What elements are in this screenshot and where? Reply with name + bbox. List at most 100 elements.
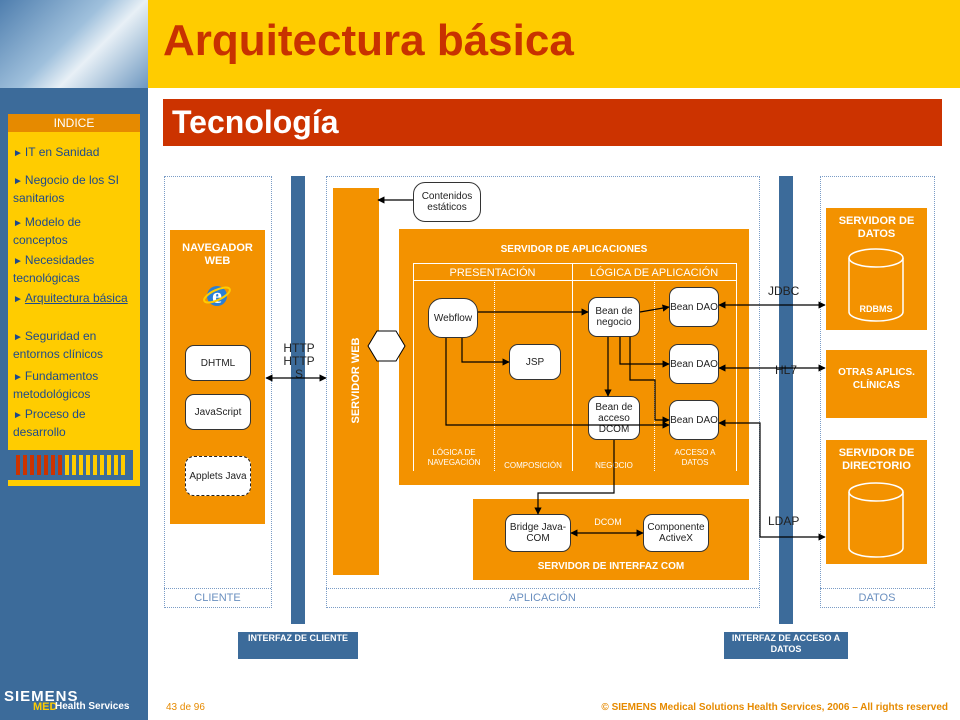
logica-label: LÓGICA DE APLICACIÓN	[589, 267, 719, 279]
servidor-datos-title: SERVIDOR DE DATOS	[838, 215, 915, 240]
copyright: © SIEMENS Medical Solutions Health Servi…	[601, 702, 948, 713]
protocol-jdbc: JDBC	[768, 284, 800, 298]
contenidos-estaticos-node: Contenidos estáticos	[413, 182, 481, 222]
jsp-node: JSP	[509, 344, 561, 380]
index-item-proceso[interactable]: ►Proceso de desarrollo	[13, 407, 86, 439]
label-aplicacion: APLICACIÓN	[509, 592, 576, 604]
internet-explorer-icon: e	[203, 282, 231, 310]
servidor-com-title: SERVIDOR DE INTERFAZ COM	[537, 561, 685, 572]
progress-indicator	[8, 450, 133, 480]
javascript-node: JavaScript	[185, 394, 251, 430]
webflow-jsp-connector	[461, 338, 510, 366]
negocio-dao1-connector	[639, 304, 670, 313]
layer-divider	[572, 263, 573, 471]
interface-bar-cliente	[291, 176, 305, 624]
progress-step	[23, 455, 27, 475]
arrow-right-icon: ►	[13, 294, 23, 305]
index-item-fundamentos[interactable]: ►Fundamentos metodológicos	[13, 369, 99, 401]
region-divider	[820, 588, 934, 589]
arrow-right-icon: ►	[13, 410, 23, 421]
protocol-http: HTTP HTTP S	[283, 341, 315, 381]
arrow-right-icon: ►	[13, 372, 23, 383]
region-divider	[326, 588, 759, 589]
siemens-logo: SIEMENS	[4, 688, 79, 705]
navegador-title: NAVEGADOR WEB	[182, 242, 253, 267]
webflow-node: Webflow	[428, 298, 478, 338]
layer-divider	[494, 280, 495, 471]
bean-dao-node-1: Bean DAO	[669, 287, 719, 327]
progress-step	[93, 455, 97, 475]
layer-divider	[413, 280, 736, 281]
page-number: 43 de 96	[166, 702, 205, 713]
region-aplicacion	[326, 176, 760, 608]
med-logo: MED	[33, 701, 58, 713]
servidor-directorio-title: SERVIDOR DE DIRECTORIO	[838, 447, 915, 472]
index-panel: INDICE ►IT en Sanidad ►Negocio de los SI…	[8, 114, 140, 486]
layer-navegacion-label: LÓGICA DE NAVEGACIÓN	[427, 448, 481, 467]
directorio-cylinder-icon	[848, 482, 904, 558]
label-cliente: CLIENTE	[194, 592, 241, 604]
layer-divider	[413, 263, 414, 471]
interfaz-datos-label: INTERFAZ DE ACCESO A DATOS	[724, 632, 848, 659]
progress-step	[44, 455, 48, 475]
progress-step	[51, 455, 55, 475]
subtitle-bar	[163, 99, 942, 146]
index-item-necesidades[interactable]: ►Necesidades tecnológicas	[13, 253, 95, 285]
otras-aplics-box	[826, 350, 927, 418]
dcom-bridge-connector	[534, 440, 615, 515]
index-item-it-sanidad[interactable]: ►IT en Sanidad	[13, 145, 100, 159]
negocio-dao2-connector	[619, 337, 670, 368]
servidor-web-box	[333, 188, 379, 575]
index-item-negocio[interactable]: ►Negocio de los SI sanitarios	[13, 173, 119, 205]
title-band	[148, 0, 960, 88]
bean-dcom-node: Bean de acceso DCOM	[588, 396, 640, 440]
progress-step	[114, 455, 118, 475]
region-datos	[820, 176, 935, 608]
presentacion-label: PRESENTACIÓN	[449, 267, 536, 279]
index-item-modelo[interactable]: ►Modelo de conceptos	[13, 215, 81, 247]
progress-step	[100, 455, 104, 475]
progress-step	[30, 455, 34, 475]
header-photo	[0, 0, 148, 88]
rdbms-cylinder-icon	[848, 248, 904, 322]
rdbms-label: RDBMS	[859, 304, 893, 314]
progress-step	[65, 455, 69, 475]
progress-step	[37, 455, 41, 475]
label-datos: DATOS	[858, 592, 896, 604]
dcom-label: DCOM	[594, 517, 622, 527]
progress-step	[121, 455, 125, 475]
ldap-connector	[718, 419, 826, 541]
health-services-label: Health Services	[55, 701, 130, 712]
arrow-right-icon: ►	[13, 218, 23, 229]
layer-acceso-label: ACCESO A DATOS	[674, 448, 716, 467]
index-heading: INDICE	[8, 114, 140, 132]
svg-text:e: e	[212, 283, 222, 308]
dhtml-node: DHTML	[185, 345, 251, 381]
page-title: Arquitectura básica	[163, 16, 574, 65]
region-divider	[164, 588, 271, 589]
progress-step	[79, 455, 83, 475]
bean-dao-node-2: Bean DAO	[669, 344, 719, 384]
otras-aplics-label: OTRAS APLICS. CLÍNICAS	[838, 367, 915, 391]
region-cliente	[164, 176, 272, 608]
applets-node: Applets Java	[185, 456, 251, 496]
progress-step	[16, 455, 20, 475]
bean-negocio-node: Bean de negocio	[588, 297, 640, 337]
bridge-node: Bridge Java-COM	[505, 514, 571, 552]
arrow-right-icon: ►	[13, 256, 23, 267]
index-item-seguridad[interactable]: ►Seguridad en entornos clínicos	[13, 329, 104, 361]
interfaz-cliente-label: INTERFAZ DE CLIENTE	[238, 632, 358, 659]
progress-step	[58, 455, 62, 475]
progress-step	[72, 455, 76, 475]
page-subtitle: Tecnología	[172, 104, 339, 140]
arrow-right-icon: ►	[13, 176, 23, 187]
layer-divider	[654, 280, 655, 471]
progress-step	[86, 455, 90, 475]
index-item-arquitectura[interactable]: ►Arquitectura básica	[13, 291, 128, 305]
servidor-aplicaciones-title: SERVIDOR DE APLICACIONES	[500, 244, 648, 255]
double-arrow-icon	[367, 330, 406, 362]
layer-composicion-label: COMPOSICIÓN	[504, 461, 562, 470]
arrow-right-icon: ►	[13, 148, 23, 159]
componente-node: Componente ActiveX	[643, 514, 709, 552]
